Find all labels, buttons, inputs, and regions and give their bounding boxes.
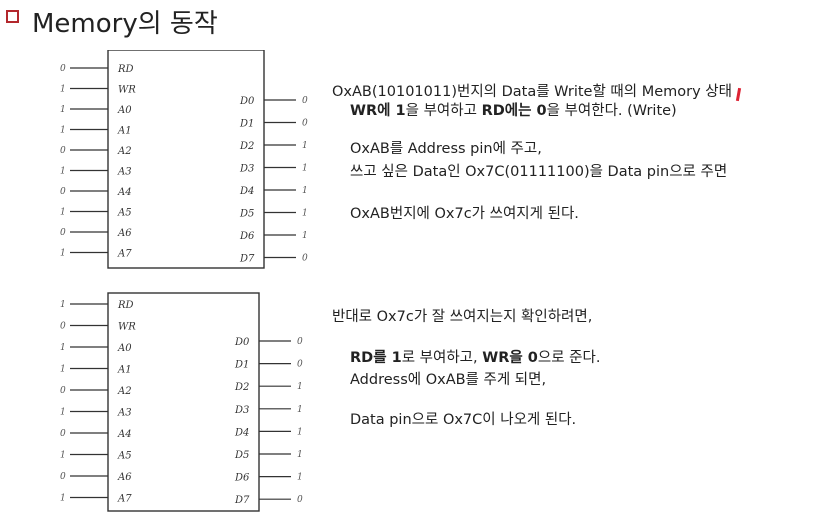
input-bit: 1 [60, 365, 66, 375]
pin-label: D6 [234, 473, 250, 484]
pin-label: D4 [234, 427, 249, 438]
output-bit: 0 [302, 96, 308, 106]
output-bit: 1 [297, 450, 303, 460]
output-bit: 0 [297, 337, 303, 347]
read-line-2-part-b: 으로 준다. [537, 350, 601, 366]
pin-label: A1 [117, 126, 132, 137]
pin-label: D7 [234, 495, 250, 506]
page-title: Memory의 동작 [32, 9, 218, 39]
pin-label: D3 [234, 405, 249, 416]
input-bit: 0 [60, 146, 66, 156]
chip-body [107, 292, 260, 512]
input-bit: 1 [60, 343, 66, 353]
output-bit: 1 [302, 209, 308, 219]
pin-label: A7 [117, 249, 132, 260]
title-bullet-icon [6, 10, 19, 23]
pin-label: D4 [239, 186, 254, 197]
input-bit: 0 [60, 322, 66, 332]
pin-label: D5 [234, 450, 249, 461]
input-bit: 0 [60, 187, 66, 197]
output-bit: 1 [297, 382, 303, 392]
pin-label: D6 [239, 231, 255, 242]
pin-label: RD [117, 300, 134, 311]
pin-label: A0 [117, 105, 132, 116]
text-cursor-mark [735, 87, 742, 102]
pin-label: A3 [117, 167, 132, 178]
read-wr-bold: WR을 0 [482, 350, 538, 366]
pin-label: WR [118, 322, 136, 333]
write-line-2-part-a: 을 부여하고 [405, 103, 482, 119]
input-bit: 1 [60, 408, 66, 418]
pin-label: D2 [239, 141, 254, 152]
pin-label: D5 [239, 209, 254, 220]
pin-label: D3 [239, 164, 254, 175]
read-line-4: Data pin으로 Ox7C이 나오게 된다. [350, 412, 577, 428]
input-bit: 1 [60, 300, 66, 310]
chip-body [107, 50, 265, 269]
pin-label: A2 [117, 146, 132, 157]
write-line-4: 쓰고 싶은 Data인 Ox7C(01111100)을 Data pin으로 주… [350, 164, 728, 180]
write-rd-bold: RD에는 0 [481, 103, 547, 119]
pin-label: A5 [117, 451, 132, 462]
pin-label: A6 [117, 472, 132, 483]
pin-label: D1 [234, 360, 249, 371]
input-bit: 0 [60, 64, 66, 74]
output-bit: 1 [302, 164, 308, 174]
write-line-3: OxAB를 Address pin에 주고, [350, 141, 542, 157]
write-line-5: OxAB번지에 Ox7c가 쓰여지게 된다. [350, 206, 579, 222]
input-bit: 1 [60, 451, 66, 461]
output-bit: 0 [297, 360, 303, 370]
read-rd-bold: RD를 1 [350, 350, 402, 366]
write-line-2: WR에 1을 부여하고 RD에는 0을 부여한다. (Write) [350, 99, 677, 120]
input-bit: 1 [60, 85, 66, 95]
input-bit: 0 [60, 429, 66, 439]
input-bit: 1 [60, 105, 66, 115]
output-bit: 1 [302, 231, 308, 241]
read-line-1: 반대로 Ox7c가 잘 쓰여지는지 확인하려면, [332, 309, 593, 325]
pin-label: RD [117, 64, 134, 75]
output-bit: 1 [297, 473, 303, 483]
pin-label: D0 [234, 337, 250, 348]
output-bit: 1 [302, 186, 308, 196]
write-line-1: OxAB(10101011)번지의 Data를 Write할 때의 Memory… [332, 84, 732, 100]
pin-label: WR [118, 85, 136, 96]
pin-label: A6 [117, 228, 132, 239]
input-bit: 1 [60, 208, 66, 218]
output-bit: 1 [297, 405, 303, 415]
write-line-2-part-b: 을 부여한다. (Write) [546, 103, 677, 119]
write-wr-bold: WR에 1 [350, 103, 406, 119]
pin-label: A4 [117, 187, 132, 198]
pin-label: D1 [239, 119, 254, 130]
output-bit: 0 [302, 254, 308, 264]
pin-label: A4 [117, 429, 132, 440]
pin-label: A5 [117, 208, 132, 219]
pin-label: D7 [239, 254, 255, 265]
read-line-2-part-a: 로 부여하고, [401, 350, 483, 366]
pin-label: A3 [117, 408, 132, 419]
read-line-2: RD를 1로 부여하고, WR을 0으로 준다. [350, 346, 600, 367]
pin-label: A7 [117, 494, 132, 505]
read-line-3: Address에 OxAB를 주게 되면, [350, 372, 547, 388]
pin-label: D2 [234, 382, 249, 393]
input-bit: 1 [60, 126, 66, 136]
output-bit: 1 [302, 141, 308, 151]
input-bit: 1 [60, 249, 66, 259]
pin-label: A2 [117, 386, 132, 397]
pin-label: A1 [117, 365, 132, 376]
pin-label: D0 [239, 96, 255, 107]
input-bit: 1 [60, 167, 66, 177]
input-bit: 0 [60, 386, 66, 396]
input-bit: 1 [60, 494, 66, 504]
output-bit: 0 [302, 119, 308, 129]
input-bit: 0 [60, 228, 66, 238]
output-bit: 1 [297, 427, 303, 437]
output-bit: 0 [297, 495, 303, 505]
input-bit: 0 [60, 472, 66, 482]
pin-label: A0 [117, 343, 132, 354]
